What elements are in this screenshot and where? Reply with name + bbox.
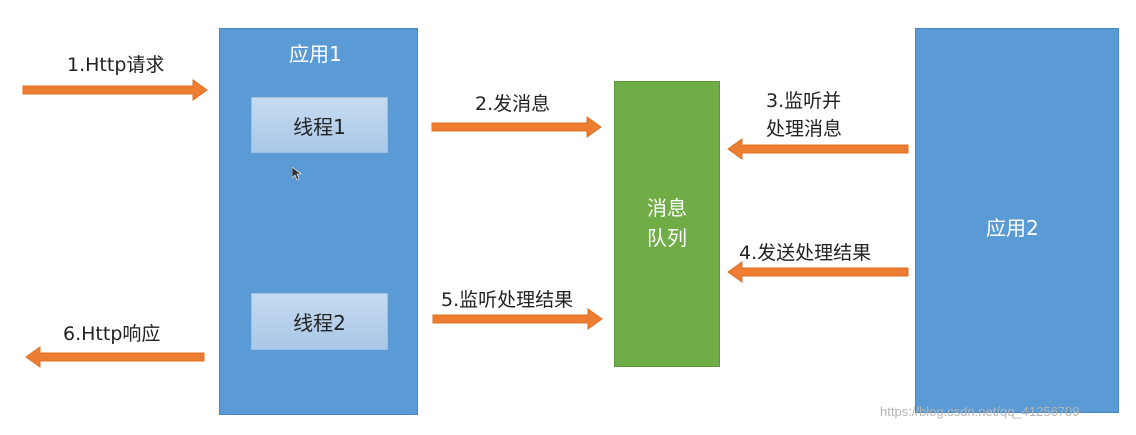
thread-1-box: 线程1: [251, 97, 388, 153]
arrow-step-2: [431, 116, 602, 138]
application-2-title: 应用2: [986, 216, 1039, 240]
step-6-label: 6.Http响应: [63, 323, 161, 345]
step-2-label: 2.发消息: [475, 93, 551, 115]
message-queue-box: [614, 81, 720, 367]
thread-1-label: 线程1: [293, 114, 346, 139]
message-queue-label: 消息 队列: [614, 193, 720, 253]
step-4-label: 4.发送处理结果: [739, 242, 872, 264]
thread-2-box: 线程2: [251, 293, 388, 350]
application-1-box: [219, 28, 418, 415]
thread-2-label: 线程2: [293, 311, 346, 335]
step-1-label: 1.Http请求: [67, 54, 165, 76]
step-5-label: 5.监听处理结果: [441, 289, 574, 311]
arrow-step-6: [25, 346, 205, 368]
arrow-step-3: [727, 138, 909, 160]
message-queue-label-line1: 消息: [647, 196, 687, 220]
arrow-step-4: [727, 261, 909, 283]
mouse-cursor-icon: [292, 167, 302, 181]
arrow-step-1: [22, 79, 208, 101]
message-queue-label-line2: 队列: [647, 226, 687, 250]
application-1-title: 应用1: [289, 42, 342, 66]
arrow-step-5: [432, 308, 603, 330]
application-2-box: [915, 28, 1119, 413]
step-3-label-line1: 3.监听并: [766, 90, 842, 112]
step-3-label-line2: 处理消息: [766, 118, 843, 140]
watermark-url: https://blog.csdn.net/qq_41256709: [880, 404, 1080, 419]
